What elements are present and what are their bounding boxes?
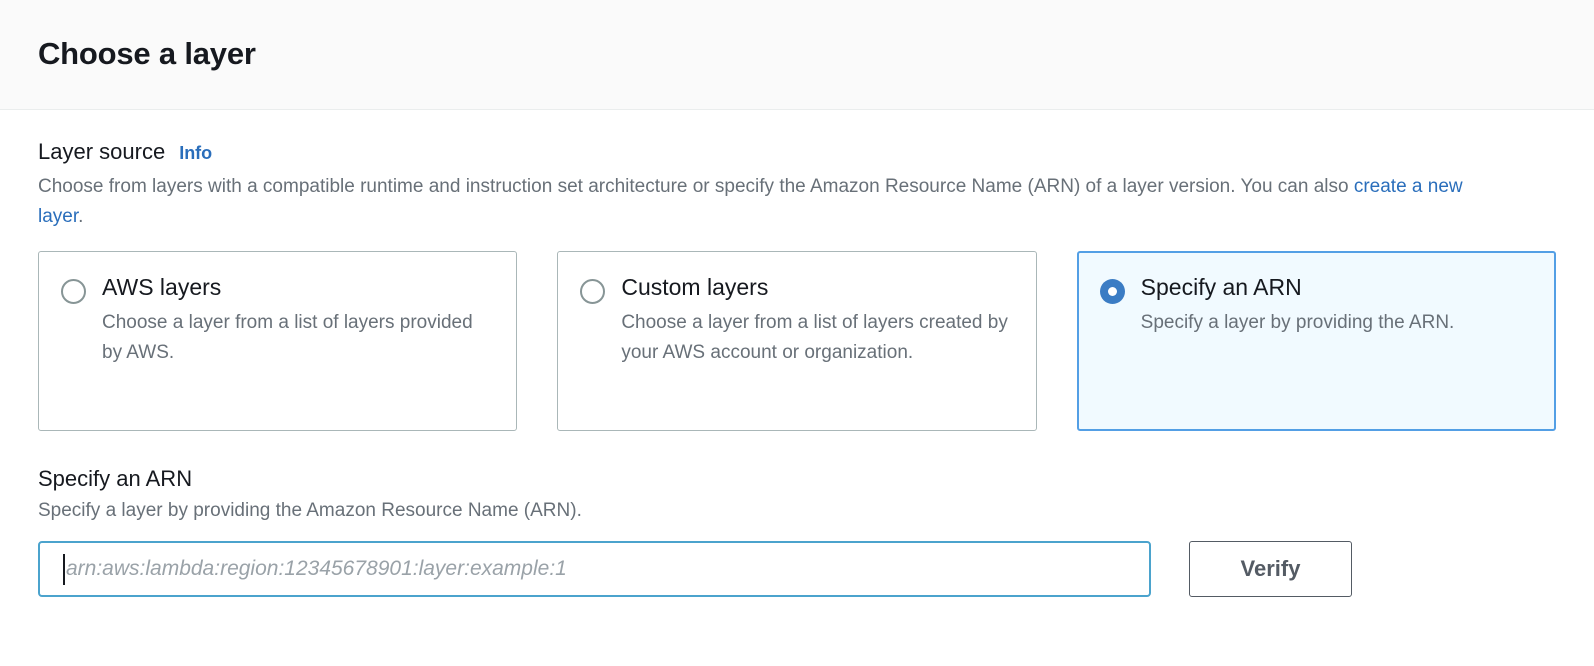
text-cursor	[63, 554, 65, 586]
layer-source-option-custom-layers[interactable]: Custom layers Choose a layer from a list…	[557, 251, 1037, 432]
radio-icon-custom-layers[interactable]	[580, 279, 606, 305]
layer-source-option-aws-layers-texts: AWS layers Choose a layer from a list of…	[102, 274, 494, 430]
modal-body: Layer source Info Choose from layers wit…	[0, 110, 1594, 598]
layer-source-option-aws-layers-title: AWS layers	[102, 274, 222, 301]
layer-source-option-aws-layers[interactable]: AWS layers Choose a layer from a list of…	[38, 251, 518, 432]
arn-section-description: Specify a layer by providing the Amazon …	[38, 499, 582, 521]
radio-icon-aws-layers[interactable]	[61, 279, 86, 305]
layer-source-option-custom-layers-description: Choose a layer from a list of layers cre…	[621, 311, 1008, 364]
arn-section-title: Specify an ARN	[38, 466, 193, 492]
layer-source-description-text-2: .	[78, 206, 84, 228]
layer-source-label: Layer source	[38, 139, 166, 164]
layer-source-options: AWS layers Choose a layer from a list of…	[38, 251, 1556, 432]
arn-input-row: Verify	[38, 541, 1556, 598]
create-a-new-layer-link[interactable]: create a new layer	[38, 175, 1463, 228]
arn-input[interactable]	[38, 541, 1151, 598]
layer-source-option-custom-layers-texts: Custom layers Choose a layer from a list…	[621, 274, 1013, 430]
page-title: Choose a layer	[38, 36, 256, 72]
layer-source-option-specify-arn-title: Specify an ARN	[1140, 274, 1302, 301]
layer-source-option-custom-layers-title: Custom layers	[621, 274, 769, 301]
layer-source-option-aws-layers-description: Choose a layer from a list of layers pro…	[102, 311, 473, 364]
arn-input-wrapper	[38, 541, 1151, 598]
layer-source-option-specify-arn-texts: Specify an ARN Specify a layer by provid…	[1141, 274, 1455, 429]
radio-icon-specify-arn[interactable]	[1099, 279, 1125, 305]
layer-source-description-text-1: Choose from layers with a compatible run…	[38, 175, 1354, 197]
layer-source-label-row: Layer source Info	[38, 138, 1556, 166]
modal-header: Choose a layer	[0, 0, 1594, 110]
verify-button[interactable]: Verify	[1189, 541, 1352, 598]
info-link[interactable]: Info	[179, 143, 213, 163]
layer-source-description: Choose from layers with a compatible run…	[38, 172, 1498, 234]
layer-source-option-specify-arn-description: Specify a layer by providing the ARN.	[1140, 311, 1455, 333]
layer-source-option-specify-arn[interactable]: Specify an ARN Specify a layer by provid…	[1076, 251, 1556, 432]
